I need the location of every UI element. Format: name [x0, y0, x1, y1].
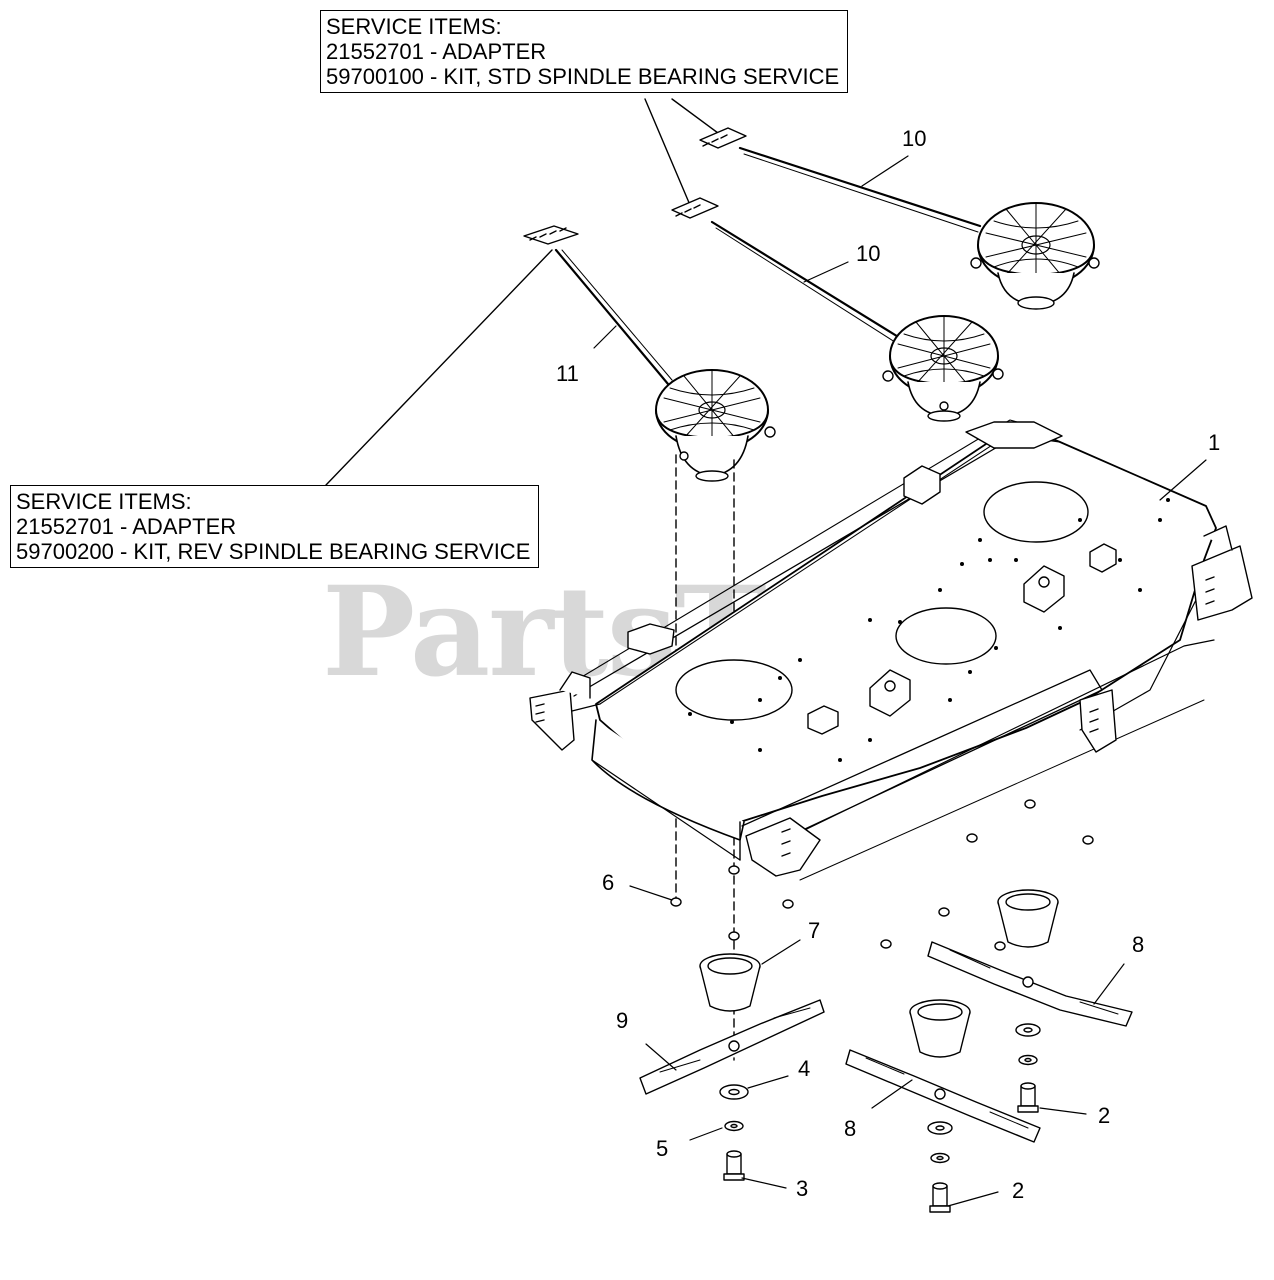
adapter-cup-right — [997, 889, 1059, 948]
adapter-cup-center — [909, 999, 971, 1058]
hardware-nuts — [670, 799, 1094, 951]
spindle-motor-right — [970, 202, 1100, 310]
washers — [719, 1023, 1041, 1164]
item-number-4: 4 — [798, 1056, 811, 1081]
blade-center — [845, 1049, 1041, 1143]
callout-adapter-line: 21552701 - ADAPTER — [16, 514, 237, 539]
item-number-2-upper: 2 — [1098, 1103, 1111, 1128]
spindle-motor-left — [655, 369, 776, 482]
item-number-9: 9 — [616, 1008, 629, 1033]
blade-left — [639, 999, 825, 1095]
callout-kit-line: 59700100 - KIT, STD SPINDLE BEARING SERV… — [326, 64, 840, 89]
item-number-5: 5 — [656, 1136, 669, 1161]
bolts — [723, 1082, 1039, 1213]
blade-right — [927, 941, 1133, 1027]
item-number-8-right: 8 — [1132, 932, 1145, 957]
item-number-6: 6 — [602, 870, 615, 895]
harness-std-upper — [699, 127, 982, 233]
callout-kit-line: 59700200 - KIT, REV SPINDLE BEARING SERV… — [16, 539, 531, 564]
item-leaders — [593, 155, 1207, 1207]
callout-adapter-line: 21552701 - ADAPTER — [326, 39, 547, 64]
spindle-motor-center — [882, 315, 1004, 422]
item-number-10-upper: 10 — [902, 126, 927, 151]
item-number-11: 11 — [556, 361, 579, 386]
item-number-1-deck: 1 — [1208, 430, 1221, 455]
adapter-cup-left — [699, 953, 761, 1012]
item-number-3: 3 — [796, 1176, 809, 1201]
item-number-2-lower: 2 — [1012, 1178, 1025, 1203]
harness-rev — [523, 225, 673, 386]
callout-heading: SERVICE ITEMS: — [16, 489, 192, 514]
item-number-10-lower: 10 — [856, 241, 881, 266]
service-items-callout-rev: SERVICE ITEMS: 21552701 - ADAPTER 597002… — [10, 485, 540, 568]
harness-std-lower — [671, 197, 902, 345]
callout-leaders — [325, 98, 719, 486]
mower-deck — [529, 419, 1253, 881]
item-number-8-center: 8 — [844, 1116, 857, 1141]
item-number-7: 7 — [808, 918, 821, 943]
callout-heading: SERVICE ITEMS: — [326, 14, 502, 39]
service-items-callout-std: SERVICE ITEMS: 21552701 - ADAPTER 597001… — [320, 10, 849, 93]
